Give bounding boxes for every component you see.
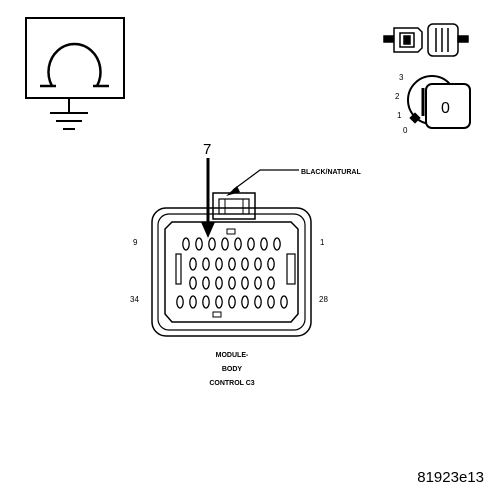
- ignition-position-3: 3: [399, 73, 404, 82]
- pin-cavity: [273, 237, 281, 251]
- ignition-position-0: 0: [403, 126, 408, 135]
- component-name-line-2: BODY: [222, 366, 243, 373]
- ignition-position-1: 1: [397, 111, 402, 120]
- ohm-ground-icon: [25, 17, 125, 130]
- pin-cavity: [247, 237, 255, 251]
- pin-cavity: [182, 237, 190, 251]
- component-name: MODULE- BODY CONTROL C3: [209, 352, 254, 387]
- pin-cavity: [241, 295, 249, 309]
- pin-label-top-left: 9: [133, 238, 138, 247]
- connector-plug-icon: [383, 23, 469, 57]
- ignition-position-2: 2: [395, 92, 400, 101]
- pin-cavity: [176, 295, 184, 309]
- pin-cavity: [189, 257, 197, 271]
- pin-cavity: [228, 295, 236, 309]
- pin-cavity: [280, 295, 288, 309]
- pin-cavity: [202, 257, 210, 271]
- pin-cavity: [254, 295, 262, 309]
- pin-cavity: [202, 295, 210, 309]
- pin-cavity: [234, 237, 242, 251]
- pin-cavity: [267, 295, 275, 309]
- pin-cavity: [267, 257, 275, 271]
- connector-body: [151, 192, 312, 337]
- figure-id: 81923e13: [417, 469, 484, 486]
- pin-cavity: [215, 276, 223, 290]
- pin-cavity: [208, 237, 216, 251]
- pin-cavity: [202, 276, 210, 290]
- pin-cavity: [254, 276, 262, 290]
- ignition-switch-icon: 3 2 1 0 0: [395, 73, 471, 135]
- cavity-callout: 7: [201, 141, 215, 238]
- pin-cavity: [189, 295, 197, 309]
- key-position-symbol: 0: [441, 100, 450, 117]
- wire-callout: BLACK/NATURAL: [226, 169, 361, 196]
- pin-cavity: [267, 276, 275, 290]
- pin-cavity: [215, 257, 223, 271]
- pin-cavity: [228, 257, 236, 271]
- pin-cavity: [189, 276, 197, 290]
- wire-color-label: BLACK/NATURAL: [301, 169, 361, 176]
- pin-cavity: [221, 237, 229, 251]
- pin-label-bottom-right: 28: [319, 295, 328, 304]
- pin-cavity: [228, 276, 236, 290]
- pin-cavity: [195, 237, 203, 251]
- connector-pin-grid: [176, 237, 288, 309]
- pin-label-top-right: 1: [320, 238, 325, 247]
- pin-cavity: [260, 237, 268, 251]
- pin-cavity: [241, 257, 249, 271]
- pin-cavity: [241, 276, 249, 290]
- pin-label-bottom-left: 34: [130, 295, 139, 304]
- pin-cavity: [215, 295, 223, 309]
- pin-cavity: [254, 257, 262, 271]
- component-name-line-3: CONTROL C3: [209, 380, 254, 387]
- component-name-line-1: MODULE-: [216, 352, 249, 359]
- cavity-number: 7: [203, 141, 211, 158]
